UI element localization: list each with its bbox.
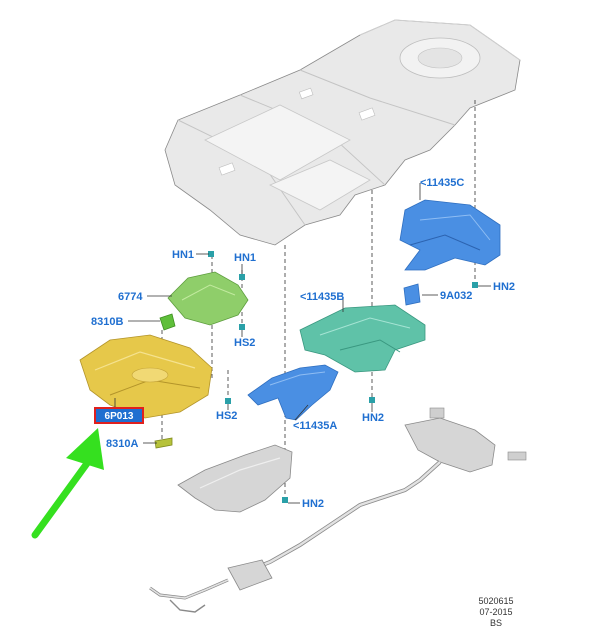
floor-pan-illustration xyxy=(164,19,521,246)
callout-11435c[interactable]: <11435C xyxy=(420,177,464,189)
shield-yellow-highlighted[interactable] xyxy=(79,334,213,419)
green-arrow-icon xyxy=(31,428,104,539)
heat-shield-11435b[interactable] xyxy=(299,304,426,373)
catalytic-converter-shield[interactable] xyxy=(177,444,293,513)
callout-hn1-left[interactable]: HN1 xyxy=(172,249,194,261)
callout-6774[interactable]: 6774 xyxy=(118,291,143,303)
heat-shield-11435c[interactable] xyxy=(399,199,501,271)
clip-hs2-upper xyxy=(239,324,245,330)
callout-hn2-mid[interactable]: HN2 xyxy=(362,412,384,424)
exhaust-system[interactable] xyxy=(149,407,527,613)
bracket-8310a[interactable] xyxy=(154,437,173,449)
shield-6774[interactable] xyxy=(167,271,249,326)
diagram-initials: BS xyxy=(490,618,502,628)
callout-hn2-right[interactable]: HN2 xyxy=(493,281,515,293)
callout-hn1-right[interactable]: HN1 xyxy=(234,252,256,264)
callout-11435a[interactable]: <11435A xyxy=(293,420,337,432)
fasteners xyxy=(208,251,478,503)
callout-hn2-bottom[interactable]: HN2 xyxy=(302,498,324,510)
diagram-code: 5020615 xyxy=(478,596,513,606)
highlighted-part-number: 6P013 xyxy=(105,411,134,422)
clip-hn2-mid xyxy=(369,397,375,403)
diagram-date: 07-2015 xyxy=(479,607,512,617)
callout-hs2-lower[interactable]: HS2 xyxy=(216,410,237,422)
part-highlight-box[interactable] xyxy=(94,407,144,424)
clip-hn1-right xyxy=(239,274,245,280)
clip-hn2-bottom xyxy=(282,497,288,503)
clip-hs2-lower xyxy=(225,398,231,404)
bracket-8310b[interactable] xyxy=(159,313,176,331)
bracket-9a032[interactable] xyxy=(403,283,421,306)
clip-hn1-left xyxy=(208,251,214,257)
clip-hn2-right xyxy=(472,282,478,288)
callout-hs2-upper[interactable]: HS2 xyxy=(234,337,255,349)
leader-lines xyxy=(114,183,491,504)
heat-shield-11435a[interactable] xyxy=(247,364,339,421)
callout-8310a[interactable]: 8310A xyxy=(106,438,138,450)
callout-8310b[interactable]: 8310B xyxy=(91,316,123,328)
callout-11435b[interactable]: <11435B xyxy=(300,291,344,303)
callout-9a032[interactable]: 9A032 xyxy=(440,290,472,302)
